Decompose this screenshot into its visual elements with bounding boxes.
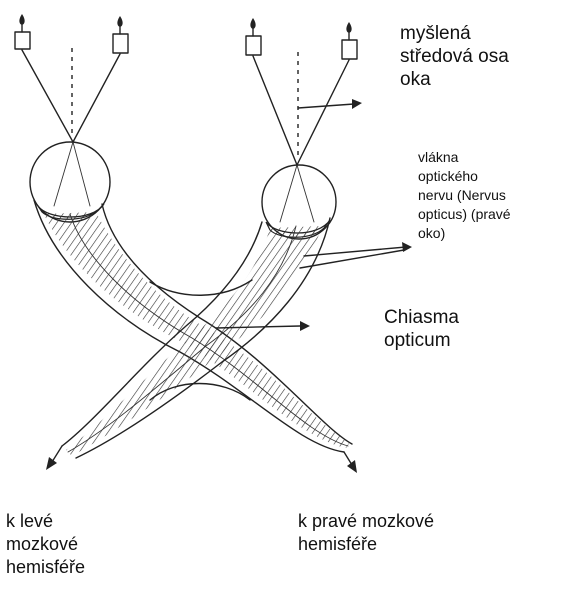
arrow-icon <box>46 446 62 470</box>
label-chiasma-opticum: Chiasma opticum <box>384 306 554 352</box>
arrow-icon <box>344 452 357 473</box>
candle-icon <box>246 18 261 55</box>
candle-icon <box>113 16 128 53</box>
candle-icon <box>15 14 30 49</box>
arrow-icon <box>298 99 362 109</box>
label-optic-nerve-fibers: vlákna optického nervu (Nervus opticus) … <box>418 148 560 243</box>
label-left-hemisphere: k levé mozkové hemisféře <box>6 510 186 579</box>
arrow-icon <box>300 242 412 268</box>
label-right-hemisphere: k pravé mozkové hemisféře <box>298 510 538 556</box>
candle-icon <box>342 22 357 59</box>
left-eye-rays <box>22 48 120 206</box>
label-midline-axis: myšlená středová osa oka <box>400 22 560 91</box>
right-eye-rays <box>253 52 349 222</box>
